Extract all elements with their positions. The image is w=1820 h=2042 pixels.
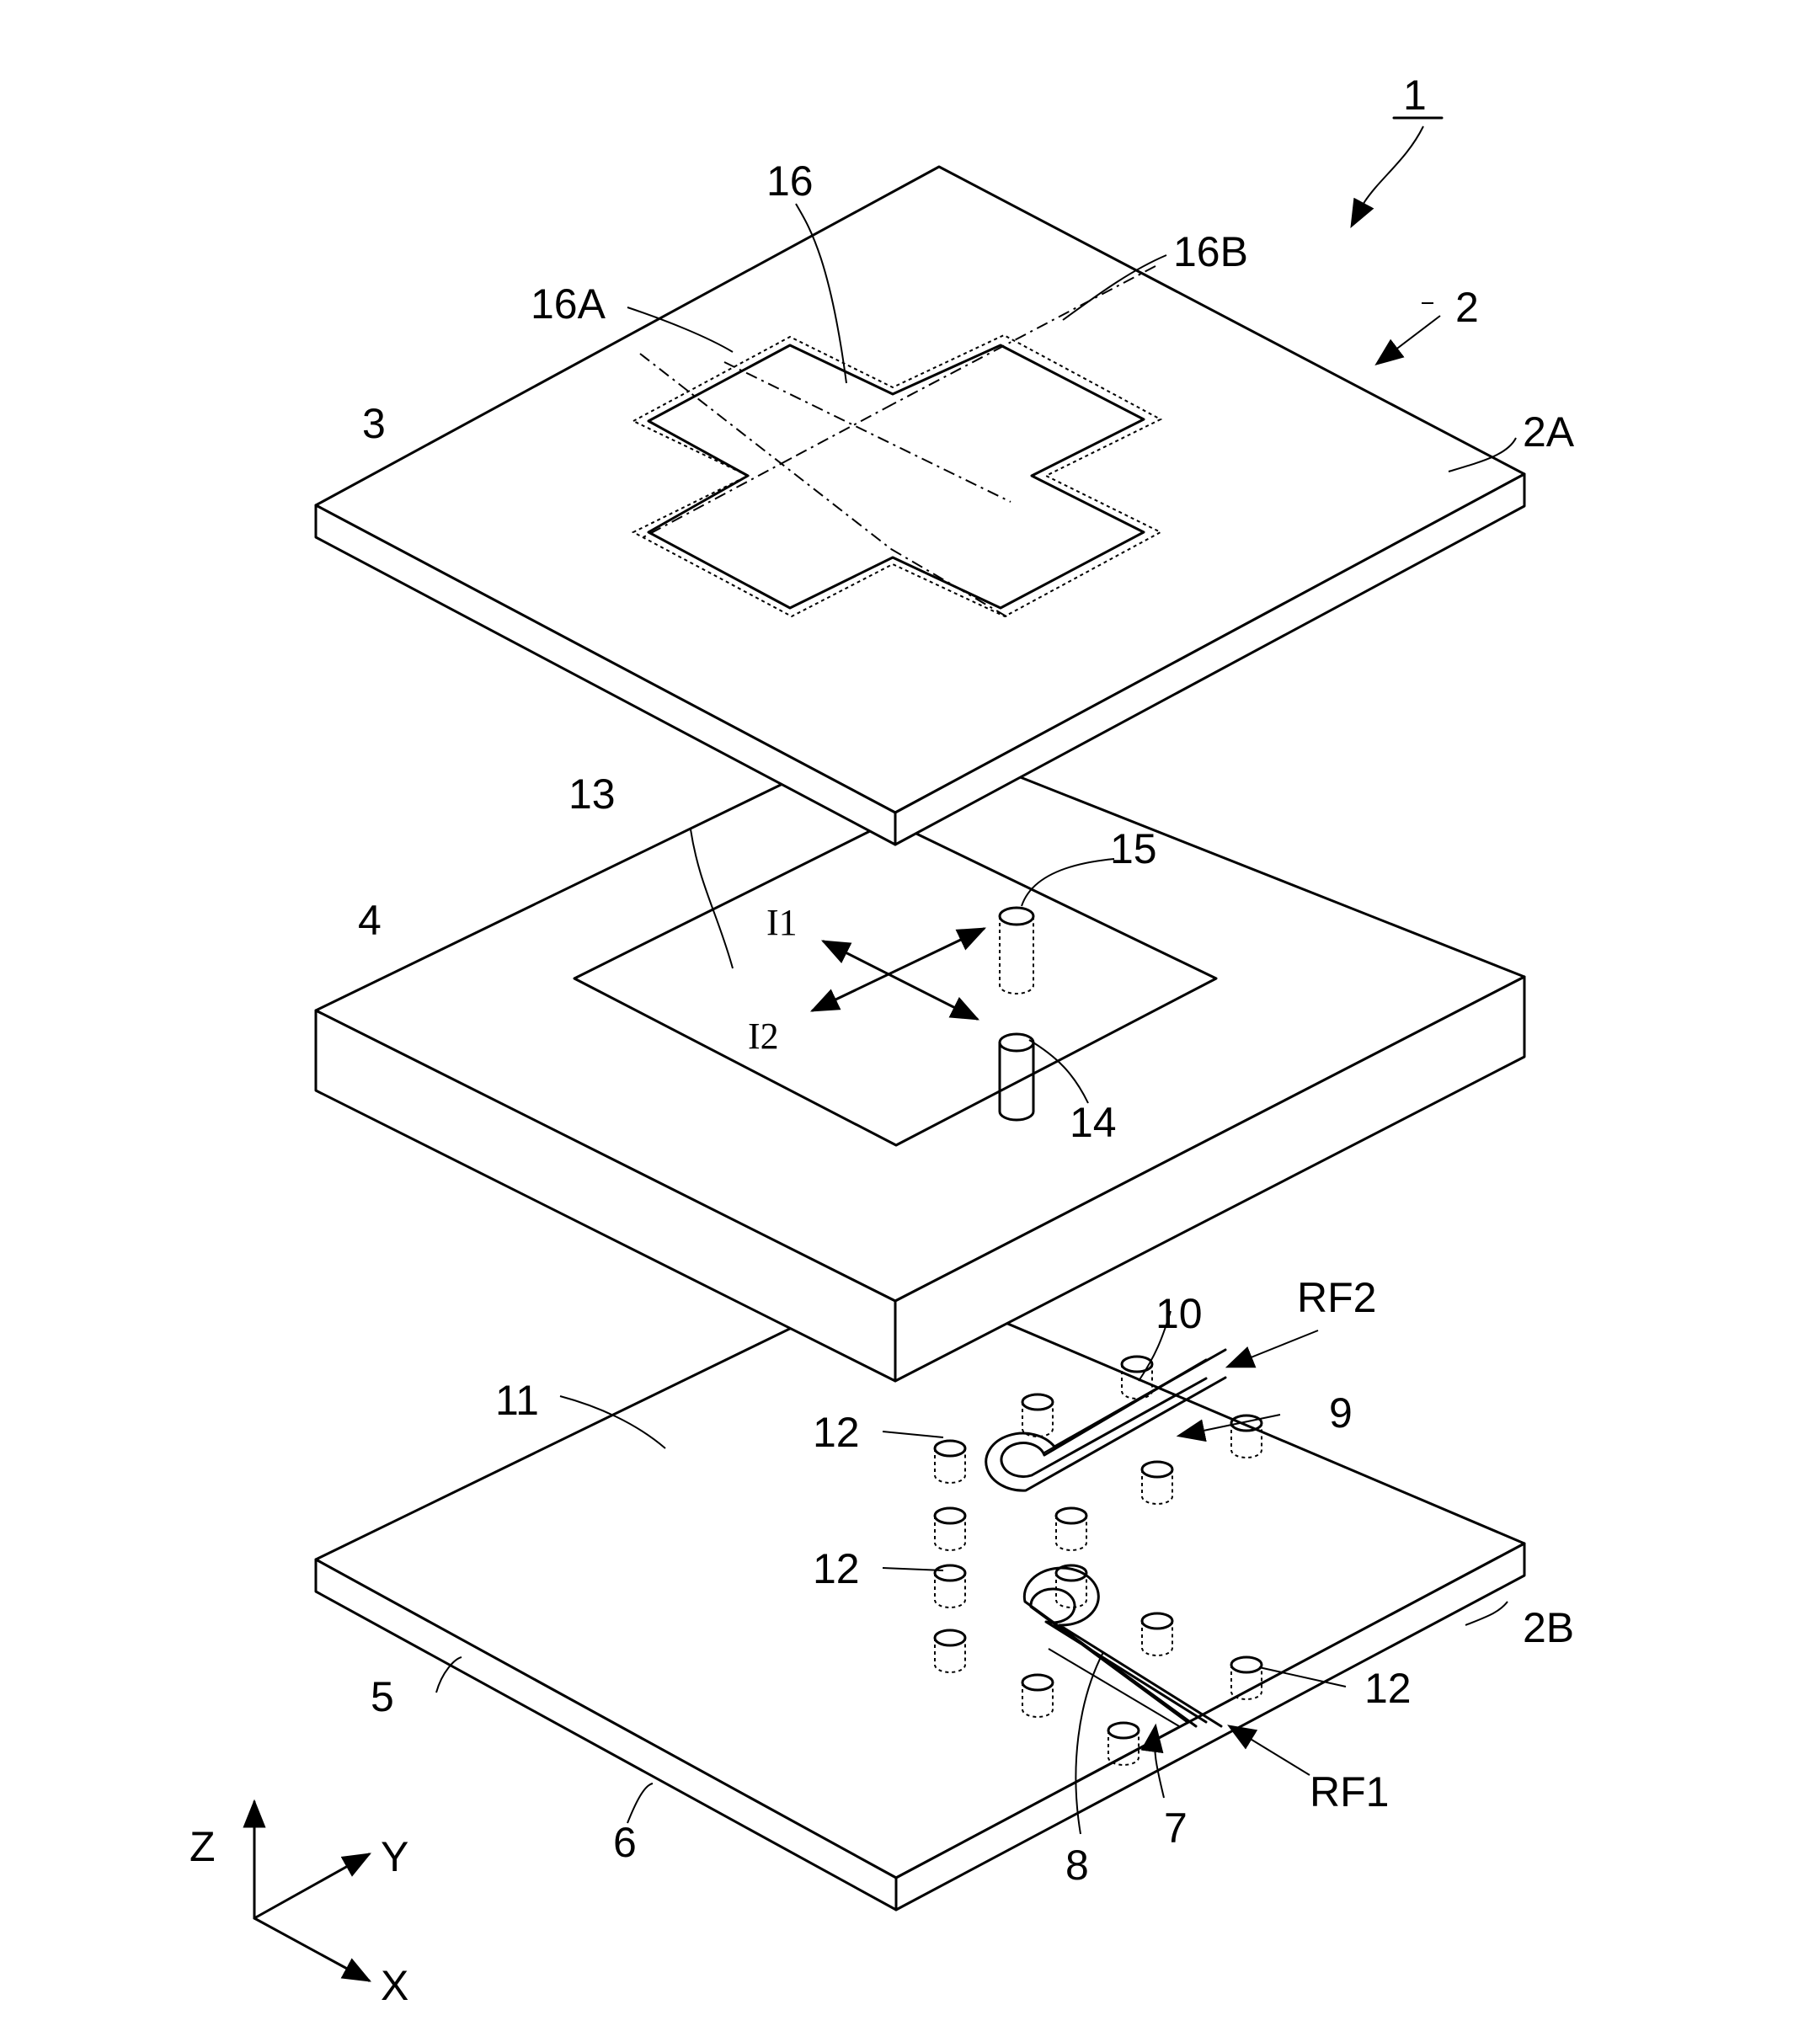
label-radiator: 16 xyxy=(766,157,814,205)
label-radiator-b: 16B xyxy=(1173,228,1248,275)
label-via-c: 12 xyxy=(1364,1665,1412,1712)
label-radiator-a: 16A xyxy=(531,280,606,328)
top-layer xyxy=(316,167,1524,845)
axis-label-y: Y xyxy=(381,1833,408,1880)
label-current-1: I1 xyxy=(766,902,798,943)
label-rf-1: RF1 xyxy=(1310,1768,1389,1815)
label-ground-bottom: 6 xyxy=(613,1819,637,1866)
label-top-surface: 2A xyxy=(1523,408,1575,456)
label-current-2: I2 xyxy=(748,1016,779,1057)
axis-label-x: X xyxy=(381,1962,408,2009)
label-line-8: 8 xyxy=(1065,1842,1089,1889)
label-pin-15: 15 xyxy=(1110,825,1157,872)
label-rf-2: RF2 xyxy=(1297,1274,1376,1321)
label-via-b: 12 xyxy=(813,1545,860,1592)
label-layer-bot: 5 xyxy=(371,1673,394,1720)
label-line-10: 10 xyxy=(1156,1290,1203,1337)
top-layer-top-face xyxy=(316,167,1524,813)
label-fig-ref: 1 xyxy=(1403,72,1427,119)
label-line-9: 9 xyxy=(1329,1389,1353,1437)
label-ground-plane: 11 xyxy=(495,1377,539,1424)
label-layer-top: 3 xyxy=(362,400,386,447)
label-via-a: 12 xyxy=(813,1409,860,1456)
axis-label-z: Z xyxy=(189,1823,216,1870)
label-pin-14: 14 xyxy=(1070,1099,1117,1146)
label-feed-patch: 13 xyxy=(568,770,616,818)
label-layer-mid: 4 xyxy=(358,897,382,944)
label-bottom-surface: 2B xyxy=(1523,1604,1574,1651)
label-line-7: 7 xyxy=(1164,1805,1188,1852)
axes-indicator xyxy=(254,1802,369,1981)
label-antenna: 2 xyxy=(1455,284,1479,331)
